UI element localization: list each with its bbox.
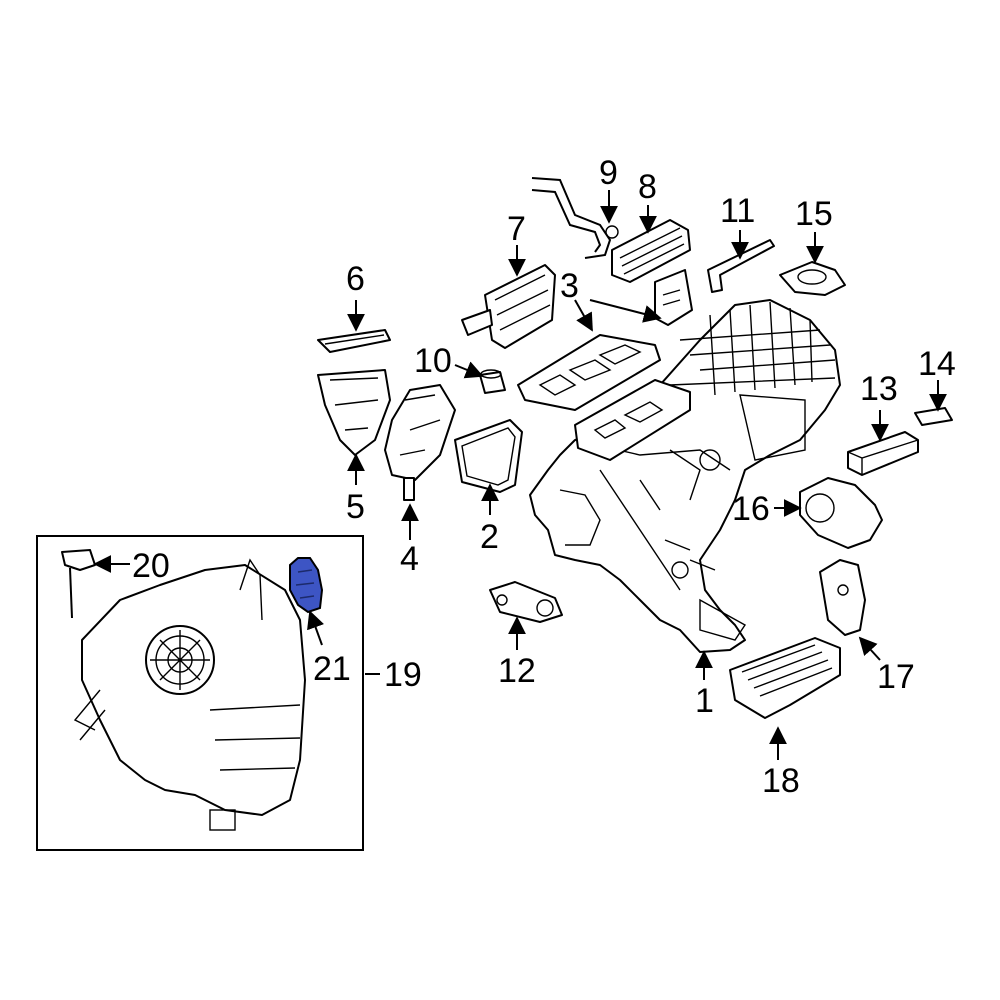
callout-1: 1 [695,682,714,720]
part-16-blower-housing[interactable] [799,477,883,549]
callout-6: 6 [346,260,365,298]
callout-21: 21 [313,650,351,688]
part-21-highlighted-resistor[interactable] [289,557,324,614]
part-2-seal[interactable] [454,419,523,493]
part-20-inset-sensor[interactable] [61,549,96,619]
part-6-filter[interactable] [317,329,391,353]
callout-13: 13 [860,370,898,408]
callout-18: 18 [762,762,800,800]
callout-19: 19 [384,656,422,694]
callout-14: 14 [918,345,956,383]
callout-10: 10 [414,342,452,380]
callout-5: 5 [346,488,365,526]
callout-20: 20 [132,547,170,585]
part-18-core[interactable] [729,637,841,719]
callout-9: 9 [599,154,618,192]
part-1-hvac-case[interactable] [529,299,841,653]
callout-12: 12 [498,652,536,690]
part-8-heater-core[interactable] [611,219,691,283]
part-5-duct[interactable] [317,369,391,456]
part-10-grommet[interactable] [479,369,506,394]
callout-15: 15 [795,195,833,233]
callout-11: 11 [720,192,755,230]
callout-3: 3 [560,267,579,305]
part-13-cabin-filter[interactable] [847,431,919,476]
callout-7: 7 [507,210,526,248]
callout-4: 4 [400,540,419,578]
inset-frame [36,535,364,851]
part-11-sensor[interactable] [707,239,775,293]
part-15-motor-ring[interactable] [779,261,846,296]
part-19-rear-hvac-unit[interactable] [73,558,306,831]
callout-17: 17 [877,658,915,696]
callout-16: 16 [732,490,770,528]
part-12-connector[interactable] [489,581,563,623]
callout-2: 2 [480,518,499,556]
part-9-tube-lines[interactable] [531,177,619,259]
part-14-small-filter[interactable] [914,407,953,426]
part-4-actuator[interactable] [384,384,456,501]
part-17-bracket[interactable] [819,559,866,636]
callout-8: 8 [638,168,657,206]
part-7-evaporator[interactable] [461,264,556,349]
